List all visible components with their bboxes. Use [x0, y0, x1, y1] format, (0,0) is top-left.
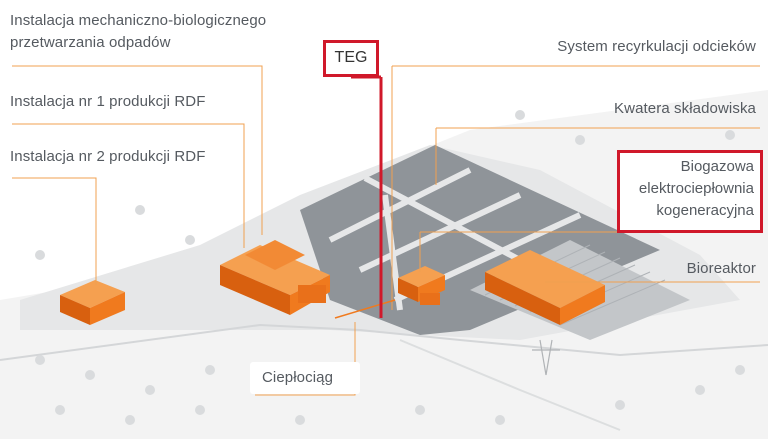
- teg-box: [323, 40, 379, 77]
- leader-lines: [12, 65, 760, 396]
- label-mbt: Instalacja mechaniczno-biologicznego: [10, 12, 267, 29]
- heat-pipe-line: [334, 299, 396, 319]
- biogas-building: [398, 266, 445, 305]
- heat-pipe-label-bg: [250, 362, 360, 394]
- mbt-complex: [220, 240, 330, 315]
- label-biogas-line3: kogeneracyjna: [656, 202, 754, 219]
- label-biogas-line1: Biogazowa: [680, 158, 754, 175]
- label-heat-pipe: Ciepłociąg: [262, 369, 334, 386]
- label-bioreactor: Bioreaktor: [686, 260, 756, 277]
- label-biogas-line2: elektrociepłownia: [638, 180, 754, 197]
- access-road-lower: [399, 339, 621, 431]
- label-recirculation: System recyrkulacji odcieków: [557, 38, 756, 55]
- access-road: [0, 323, 768, 361]
- label-teg: TEG: [334, 49, 368, 66]
- cell-dividers: [328, 167, 582, 311]
- trees: [35, 110, 745, 425]
- power-pylon: [532, 339, 560, 376]
- label-rdf2: Instalacja nr 2 produkcji RDF: [10, 148, 206, 165]
- biogas-highlight-box: [617, 150, 763, 233]
- bioreactor-building: [485, 250, 605, 325]
- label-landfill-cell: Kwatera składowiska: [614, 100, 756, 117]
- label-mbt-line2: przetwarzania odpadów: [10, 34, 171, 51]
- rdf2-building: [60, 280, 125, 325]
- label-rdf1: Instalacja nr 1 produkcji RDF: [10, 93, 206, 110]
